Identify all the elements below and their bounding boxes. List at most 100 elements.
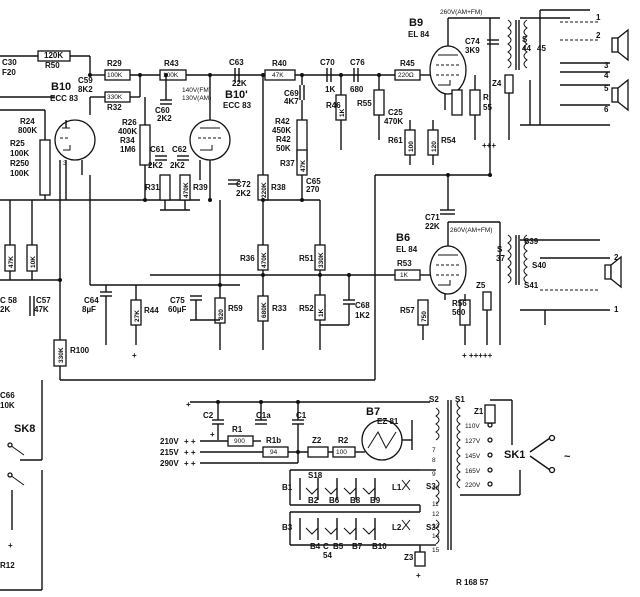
r44-label: R44 [144, 306, 159, 315]
r26-label: R26 [122, 118, 137, 127]
r31-label: R31 [145, 183, 160, 192]
tp-7: 7 [432, 447, 436, 454]
tap-165: 165V [465, 468, 481, 475]
spk-pin-1: 1 [596, 13, 601, 22]
r-b9-label: R [483, 93, 489, 102]
r24-label: R24 [20, 117, 35, 126]
s45-value: 45 [537, 44, 546, 53]
capacitor-c1a: C1a [255, 411, 271, 425]
r52-value: 1K [318, 308, 325, 317]
r24-value: 800K [18, 126, 37, 135]
r59-value: 820 [218, 309, 225, 320]
tap-127: 127V [465, 438, 481, 445]
c57-value: 47K [34, 305, 49, 314]
tap-110: 110V [465, 423, 480, 430]
resistor-r52: 1K R52 [299, 294, 326, 321]
junction-dots [58, 73, 492, 454]
b10-pin3: 3 [63, 160, 67, 167]
c71-label: C71 [425, 213, 440, 222]
speaker-switch-top: 1 2 3 4 5 6 [520, 9, 610, 126]
s37-value: 37 [496, 254, 505, 263]
b6-label: B6 [396, 232, 410, 244]
s41-label: S41 [524, 281, 539, 290]
choke-z3: Z3 [404, 551, 426, 567]
resistor-r29: 100K R29 [104, 59, 131, 81]
v290-plus: + + [184, 459, 196, 468]
b6-voltage: 260V(AM+FM) [450, 227, 492, 234]
l2-label: L2 [392, 523, 402, 532]
power-transformer: S2 S1 7 8 9 10 11 12 13 14 15 S3 S3 [426, 395, 465, 554]
sk1-label: SK1 [504, 449, 525, 461]
r25-label: R25 [10, 139, 25, 148]
spk2-pin-2: 2 [614, 253, 619, 262]
z2-label: Z2 [312, 436, 322, 445]
choke-z4: Z4 [492, 74, 514, 94]
c1-label: C1 [296, 411, 307, 420]
r38-label: R38 [271, 183, 286, 192]
r1b-value: 94 [270, 449, 278, 456]
capacitor-c60: C60 2K2 [155, 99, 172, 123]
z5-label: Z5 [476, 281, 486, 290]
r32-value: 330K [107, 94, 123, 101]
c25-value: 470K [384, 117, 403, 126]
r-b9-value: 55 [483, 103, 492, 112]
rectifier-b7: B7 EZ 81 [361, 406, 403, 461]
r43-label: R43 [164, 59, 179, 68]
c60-value: 2K2 [157, 114, 172, 123]
c74-value: 3K9 [465, 46, 480, 55]
c68-value: 1K2 [355, 311, 370, 320]
spk-pin-5: 5 [604, 84, 609, 93]
resistor-left-47k: 47K [4, 244, 16, 272]
b6-type: EL 84 [396, 245, 418, 254]
r-left2-value: 10K [30, 256, 37, 268]
resistor-r2: 100 R2 [332, 436, 356, 458]
r1b-label: R1b [266, 436, 281, 445]
r37-value: 47K [300, 160, 307, 172]
resistor-r40: 47K R40 [264, 59, 296, 81]
tp-11: 11 [432, 501, 439, 508]
filament-string-bottom: B3 B4 C 54 B5 B7 B10 L2 [282, 511, 420, 560]
resistor-r59: 820 R59 [214, 297, 243, 324]
c1a-label: C1a [256, 411, 271, 420]
v215-plus: + + [184, 448, 196, 457]
tp-15: 15 [432, 547, 440, 554]
s3-label: S3 [426, 482, 436, 491]
mains-tilde: ~ [564, 451, 571, 463]
c30-label: C30 [2, 58, 17, 67]
resistor-r37: 47K R37 [280, 149, 308, 176]
b10b-type: ECC 83 [223, 101, 252, 110]
c69-label: C69 [284, 89, 299, 98]
r46-value: 1K [339, 108, 346, 117]
r54-value: 120 [431, 141, 438, 152]
resistor-r100: 330K R100 [53, 339, 90, 367]
c25-label: C25 [388, 108, 403, 117]
r57-label: R57 [400, 306, 415, 315]
filament-string-top: B1 S18 B2 B6 B8 B9 L1 [282, 469, 420, 506]
drawing-reference: R 168 57 [456, 578, 489, 587]
c64-label: C64 [84, 296, 99, 305]
b4-label: B4 [310, 542, 321, 551]
r53-value: 1K [400, 272, 409, 279]
resistor-r-b9: R 55 [469, 89, 492, 116]
r61-label: R61 [388, 136, 403, 145]
c66-label: C66 [0, 391, 15, 400]
plus-r44: + [132, 351, 137, 360]
s44-label: S [522, 35, 528, 44]
b10-type: ECC 83 [50, 94, 79, 103]
r39-value: 470K [183, 182, 190, 198]
r29-value: 100K [107, 72, 123, 79]
r25-value3: 100K [10, 169, 29, 178]
c64-value: 8µF [82, 305, 96, 314]
resistor-r44: 27K R44 [130, 299, 159, 326]
c60-label: C60 [155, 106, 170, 115]
capacitor-c63: C63 22K [229, 58, 247, 88]
b1-label: B1 [282, 483, 293, 492]
l1-label: L1 [392, 483, 402, 492]
r2-value: 100 [336, 449, 347, 456]
capacitor-c2: C2 [203, 411, 224, 425]
speaker-top-1-icon [611, 28, 629, 62]
r39-label: R39 [193, 183, 208, 192]
resistor-r32: 330K R32 [104, 91, 131, 112]
c2-label: C2 [203, 411, 214, 420]
